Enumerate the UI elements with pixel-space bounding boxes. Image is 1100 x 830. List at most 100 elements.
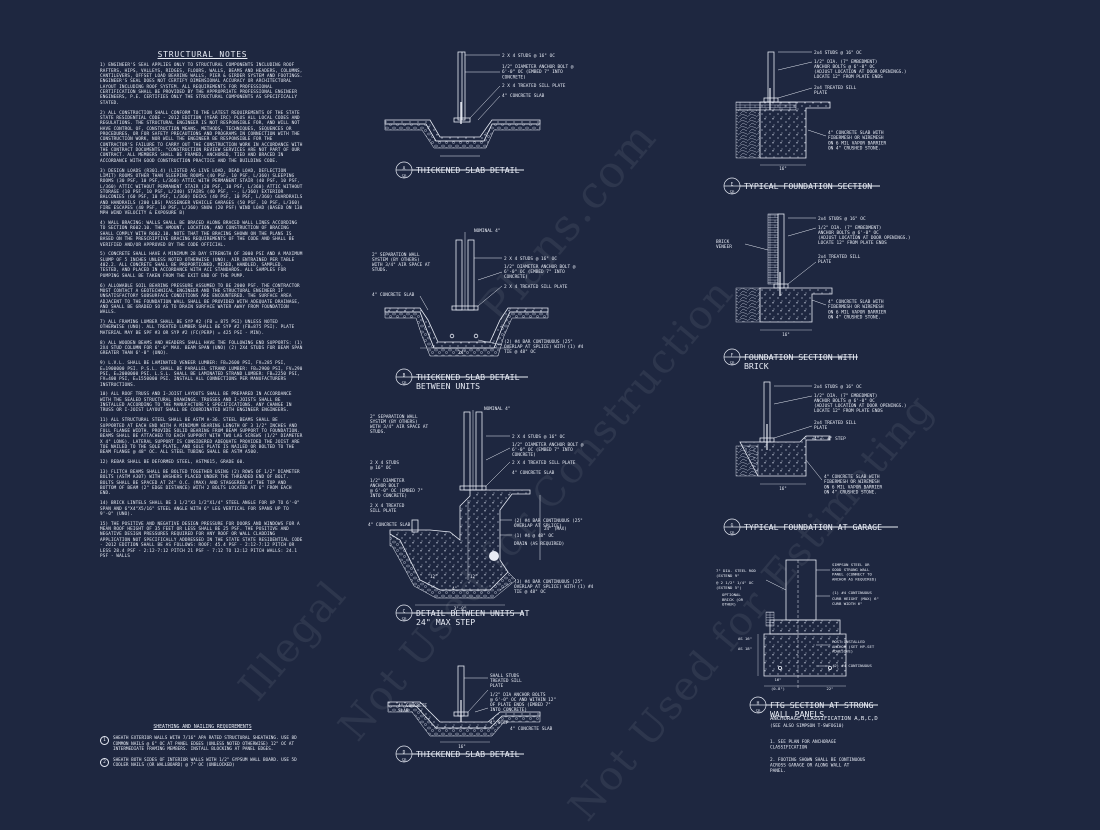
callout-label: 2x4 STUDS @ 16" OC (814, 384, 862, 390)
callout-label: BRICK (OR (722, 597, 744, 602)
dimension: 4" (452, 586, 457, 591)
callout-label: 2x4 TREATED SILL (814, 85, 857, 91)
callout-label: PANEL (CONNECT TO (832, 572, 872, 577)
detail-sheet-ref: SD (402, 381, 407, 386)
note-4: 4) WALL BRACING: WALLS SHALL BE BRACED A… (100, 221, 298, 248)
dimension: 3'-0" (454, 606, 467, 611)
callout-label: 4" CONCRETE SLAB (368, 522, 411, 528)
detail-title: TYPICAL FOUNDATION SECTION (744, 181, 872, 191)
sheathing-requirements: SHEATHING AND NAILING REQUIREMENTS 1 SHE… (100, 725, 305, 773)
callout-label: BRICK (716, 239, 730, 245)
sheathing-item-number: 2 (100, 757, 109, 767)
callout-label: LOCATE 12" FROM PLATE ENDS (814, 408, 883, 414)
callout-label: 2 X 4 STUDS @ 16" OC (504, 256, 557, 262)
dimension: 24" (458, 350, 466, 356)
note-11: 11) ALL STRUCTURAL STEEL SHALL BE ASTM A… (100, 418, 303, 456)
callout-label: SHALL STUDS (490, 673, 519, 679)
callout-label: 1/2" DIAMETER ANCHOR BOLT @ (502, 64, 574, 70)
callout-label: PLATE (814, 90, 828, 96)
callout-label: 1/2" DIAMETER ANCHOR BOLT @ (504, 264, 576, 270)
callout-label: (2) #4 BAR CONTINUOUS (25" (504, 339, 573, 345)
callout-label: SLAB (398, 708, 409, 714)
callout-label: TIE @ 48" OC (504, 349, 536, 355)
dimension: 24" (MAX) (544, 526, 567, 531)
callout-label: 2 X 4 STUDS @ 16" OC (502, 53, 555, 59)
callout-label: NOMINAL 4" (484, 406, 510, 412)
note-10: 10) ALL ROOF TRUSS AND I-JOIST LAYOUTS S… (100, 392, 292, 414)
callout-label: (1) #4 @ 48" OC (514, 533, 554, 539)
note-15: 15) THE POSITIVE AND NEGATIVE DESIGN PRE… (100, 521, 303, 559)
callout-label: 4" CONCRETE SLAB (372, 292, 415, 298)
callout-label: CURB HEIGHT (MAX) 6" (832, 596, 879, 601)
detail-sheet-ref: SD (402, 617, 407, 622)
callout-label: DRAIN (AS REQUIRED) (514, 541, 564, 547)
callout-label: ANCHOR BOLTS @ 6'-0" OC (814, 398, 875, 404)
callout-label: 2x4 STUDS @ 16" OC (818, 216, 866, 222)
callout-label: 1/2" DIA. (7" EMBEDMENT) (818, 225, 881, 231)
callout-label: ON 4" CRUSHED STONE. (824, 490, 877, 496)
callout-label: TIE @ 48" OC (514, 589, 546, 595)
callout-label: ADHESIVE) (832, 649, 853, 654)
detail-id: G (731, 523, 734, 529)
callout-label: WITH 3/4" AIR SPACE AT (372, 262, 431, 268)
callout-label: (2) #4 CONTINUOUS (832, 663, 872, 668)
note-9: 9) L.V.L. SHALL BE LAMINATED VENEER LUMB… (100, 361, 303, 388)
callout-label: 4" CONCRETE SLAB WITH (828, 130, 884, 136)
detail-g-tag (723, 518, 898, 536)
callout-label: 2" SEPARATION WALL (372, 252, 420, 258)
detail-e-drawing (735, 51, 831, 166)
callout-label: 1/2" DIAMETER (370, 478, 405, 484)
callout-label: FIBERMESH OR WIREMESH (824, 479, 880, 485)
detail-g-drawing (735, 381, 831, 485)
callout-label: OTHER) (722, 602, 736, 607)
callout-label: FIBERMESH OR WIREMESH (828, 304, 884, 310)
callout-label: 2" SEPARATION WALL (370, 414, 418, 420)
callout-label: INTO CONCRETE) (370, 493, 407, 499)
detail-f-drawing (735, 213, 833, 331)
callout-label: 2x4 STUDS @ 16" OC (814, 50, 862, 56)
sheathing-item-text: SHEATH EXTERIOR WALLS WITH 7/16" APA RAT… (113, 736, 297, 753)
dimension: AS 18" (738, 646, 752, 651)
detail-title: WALL PANELS (770, 709, 824, 719)
detail-h-drawing (757, 559, 847, 690)
callout-label: TREATED SILL (490, 678, 522, 684)
callout-label: (2) #4 BAR CONTINUOUS (25" (514, 518, 583, 524)
detail-id: B (403, 373, 406, 379)
detail-f-tag (723, 348, 858, 366)
callout-label: 2x4 TREATED SILL (814, 420, 857, 426)
callout-label: ON 6 MIL VAPOR BARRIER (828, 309, 887, 315)
callout-label: 1. SEE PLAN FOR ANCHORAGE (770, 739, 836, 745)
callout-label: OVERLAP AT SPLICE) (514, 523, 562, 529)
callout-label: 2x4 TREATED SILL (818, 254, 861, 260)
callout-label: 4" CONCRETE SLAB WITH (824, 474, 880, 480)
callout-label: (EXTEND 5") (716, 585, 742, 590)
callout-label: OPTIONAL (722, 592, 741, 597)
callout-label: 1/2" DIA ANCHOR BOLTS (490, 692, 546, 698)
detail-sheet-ref: SD (730, 190, 735, 195)
callout-label: @ 2 1/2" 1/4" OC (716, 580, 754, 585)
callout-label: 4" - 4" STEP (814, 436, 846, 442)
callout-label: (EXTEND 9" (716, 573, 739, 578)
callout-label: WITH 3/4" AIR SPACE AT (370, 424, 429, 430)
callout-label: NOMINAL 4" (474, 228, 500, 234)
note-1: 1) ENGINEER'S SEAL APPLIES ONLY TO STRUC… (100, 63, 303, 106)
callout-label: OVERLAP AT SPLICE) WITH (1) #4 (514, 584, 594, 590)
callout-label: POST INSTALLED (832, 639, 865, 644)
callout-label: LOCATE 12" FROM PLATE ENDS (814, 74, 883, 80)
sheathing-item: 1 SHEATH EXTERIOR WALLS WITH 7/16" APA R… (100, 736, 305, 752)
dimension: 16" (779, 486, 787, 491)
detail-sheet-ref: SD (730, 361, 735, 366)
callout-label: PLATE (490, 683, 504, 689)
detail-a-tag (395, 161, 524, 179)
note-14: 14) BRICK LINTELS SHALL BE 3 1/2"x3 1/2"… (100, 501, 300, 517)
callout-label: @ 6'-0" OC (EMBED 7" (370, 488, 423, 494)
callout-label: 2 X 4 TREATED SILL PLATE (504, 284, 568, 290)
callout-label: (ADJUST LOCATION AT DOOR OPENINGS.) (818, 235, 911, 241)
callout-label: SYSTEM (BY OTHERS) (372, 257, 420, 263)
dimension: AS 16" (738, 636, 752, 641)
callout-label: 1/2" DIAMETER ANCHOR BOLT @ (512, 442, 584, 448)
callout-label: 2. FOOTING SHOWN SHALL BE CONTINUOUS (770, 757, 866, 763)
callout-label: ANCHOR AS REQUIRED) (832, 576, 877, 581)
callout-label: 1/2" DIA. (7" EMBEDMENT) (814, 393, 877, 399)
callout-label: ACROSS GARAGE OR ALONG WALL AT (770, 763, 850, 769)
